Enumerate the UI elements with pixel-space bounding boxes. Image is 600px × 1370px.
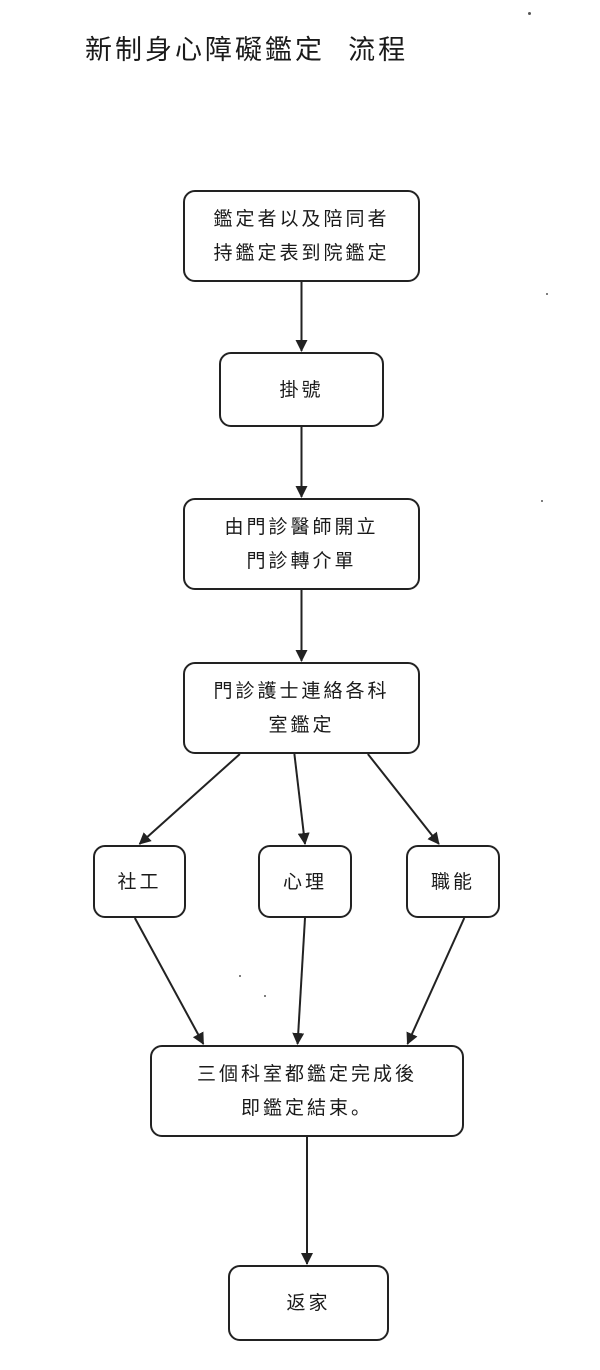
arrow-contact-to-social — [138, 753, 241, 845]
step-complete-box: 三個科室都鑑定完成後 即鑑定結束。 — [150, 1045, 464, 1137]
step-social-work-box: 社工 — [93, 845, 186, 918]
step-referral-line2: 門診轉介單 — [246, 550, 357, 572]
step-referral-line1: 由門診醫師開立 — [224, 516, 379, 538]
scan-speck — [528, 12, 531, 15]
step-register-line1: 掛號 — [279, 378, 324, 401]
step-contact-line1: 門診護士連絡各科 — [213, 680, 390, 702]
step-occupational-line1: 職能 — [430, 870, 475, 893]
page-title: 新制身心障礙鑑定 流程 — [85, 35, 409, 66]
arrow-psychology-to-complete — [292, 917, 306, 1045]
step-register-box: 掛號 — [219, 352, 384, 427]
step-contact-box: 門診護士連絡各科 室鑑定 — [183, 662, 420, 754]
arrow-occupational-to-complete — [406, 917, 466, 1045]
step-arrive-line2: 持鑑定表到院鑑定 — [213, 242, 390, 264]
step-social-work-line1: 社工 — [117, 870, 162, 893]
scan-speck — [264, 995, 266, 997]
scan-speck — [239, 975, 241, 977]
step-complete-line1: 三個科室都鑑定完成後 — [196, 1063, 417, 1085]
step-arrive-box: 鑑定者以及陪同者 持鑑定表到院鑑定 — [183, 190, 420, 282]
arrow-contact-to-occupational — [367, 753, 440, 845]
arrow-social-to-complete — [133, 917, 205, 1045]
step-referral-box: 由門診醫師開立 門診轉介單 — [183, 498, 420, 590]
step-psychology-box: 心理 — [258, 845, 352, 918]
scan-speck — [541, 500, 543, 502]
step-occupational-box: 職能 — [406, 845, 500, 918]
step-complete-line2: 即鑑定結束。 — [240, 1097, 373, 1119]
step-psychology-line1: 心理 — [282, 870, 327, 893]
step-contact-line2: 室鑑定 — [268, 714, 335, 736]
step-arrive-line1: 鑑定者以及陪同者 — [213, 208, 390, 230]
arrow-contact-to-psychology — [293, 753, 310, 845]
step-home-box: 返家 — [228, 1265, 389, 1341]
step-home-line1: 返家 — [286, 1292, 331, 1314]
scan-speck — [546, 293, 548, 295]
